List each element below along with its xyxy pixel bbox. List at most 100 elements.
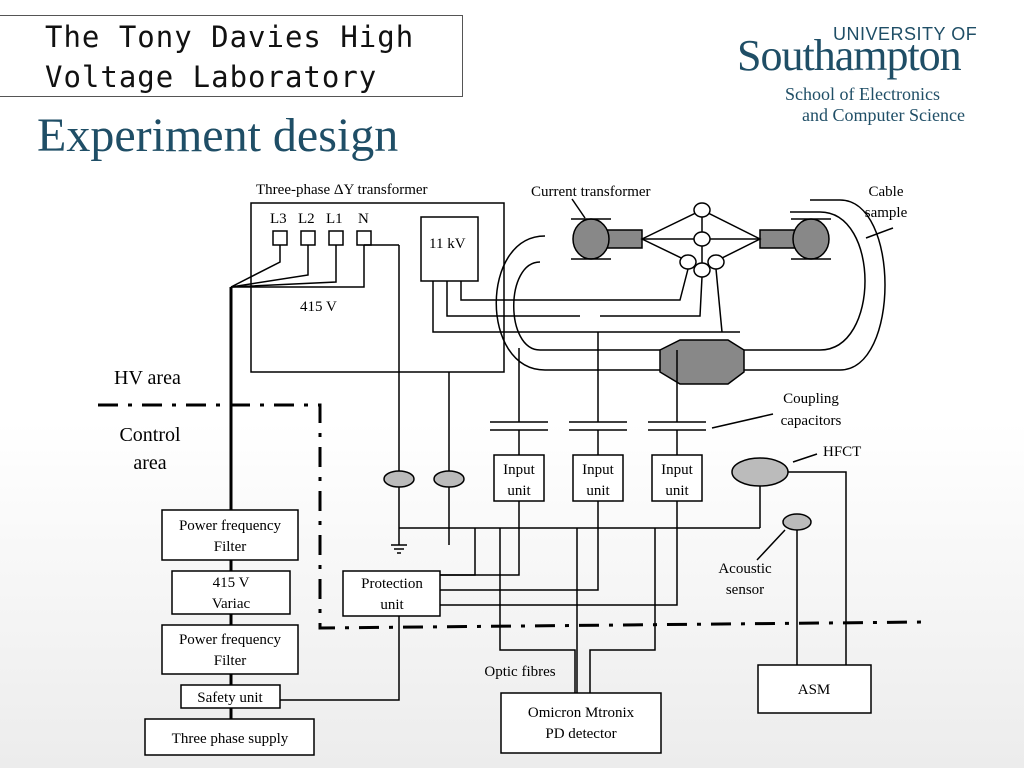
hv-winding-box (420, 216, 479, 282)
label-415v: 415 V (300, 299, 337, 315)
coupling-label-2: capacitors (781, 413, 842, 429)
optic-fibres (499, 528, 656, 693)
acoustic-sensor (782, 513, 812, 531)
pf-filter-2-label-1: Power frequency (179, 632, 282, 648)
school-line1: School of Electronics (785, 84, 940, 104)
coupling-arrow (711, 413, 774, 429)
acoustic-label-2: sensor (726, 582, 764, 598)
protection-unit-box (342, 570, 441, 617)
ground-icon (391, 544, 407, 554)
omicron-label-2: PD detector (545, 726, 616, 742)
input-unit-3-label-2: unit (665, 483, 689, 499)
feed-l1 (230, 245, 337, 288)
pf-filter-2-label-2: Filter (214, 653, 247, 669)
terminal-l2 (300, 230, 316, 246)
feed-l3 (230, 245, 281, 288)
terminal-l3-label: L3 (270, 211, 287, 227)
terminal-l1 (328, 230, 344, 246)
terminal-l1-label: L1 (326, 211, 343, 227)
hfct-label: HFCT (823, 444, 861, 460)
input-unit-2-label-1: Input (582, 462, 614, 478)
protection-label-1: Protection (361, 576, 423, 592)
cable-loop-inner (513, 211, 866, 351)
coupling-capacitors (490, 421, 706, 431)
cable-loop-outer (495, 199, 886, 371)
transformer-label: Three-phase ΔY transformer (256, 182, 428, 198)
optic-fibres-label: Optic fibres (484, 664, 555, 680)
hv-lead-1 (432, 281, 740, 333)
bridge-node-mid (693, 231, 711, 247)
label-11kv: 11 kV (429, 236, 466, 252)
acoustic-label-1: Acoustic (718, 561, 772, 577)
ct-bus-right (759, 229, 796, 249)
input-unit-3-label-1: Input (661, 462, 693, 478)
page-title: Experiment design (37, 109, 399, 162)
lab-title-line2: Voltage Laboratory (45, 60, 378, 94)
current-transformer-label: Current transformer (531, 184, 651, 200)
cable-sample-label-2: sample (865, 205, 908, 221)
hv-lead-3 (460, 281, 575, 301)
asm-label: ASM (798, 682, 831, 698)
ct-arrow (571, 198, 586, 219)
terminal-n (356, 230, 372, 246)
hfct-sensor (731, 457, 789, 487)
omicron-label-1: Omicron Mtronix (528, 705, 635, 721)
lab-title-box (0, 15, 463, 97)
control-area-label-2: area (133, 452, 166, 474)
bridge-node-left (679, 254, 697, 270)
input-unit-2-label-2: unit (586, 483, 610, 499)
feed-n (231, 245, 365, 288)
terminal-l3 (272, 230, 288, 246)
current-transformer-ring (572, 218, 610, 260)
input-unit-3 (651, 454, 703, 502)
capacitor-lv-leads (518, 430, 678, 455)
bridge-node-top (693, 202, 711, 218)
safety-unit-label: Safety unit (197, 690, 263, 706)
variac-label-1: 415 V (213, 575, 250, 591)
input-unit-1-label-1: Input (503, 462, 535, 478)
protection-to-safety (280, 616, 400, 701)
acoustic-arrow (756, 529, 786, 561)
pf-filter-2-box (161, 624, 299, 675)
bridge-node-right (707, 254, 725, 270)
pf-filter-1-label-2: Filter (214, 539, 247, 555)
hfct-arrow (792, 453, 818, 463)
three-phase-supply-box (144, 718, 315, 756)
hv-area-label: HV area (114, 367, 181, 389)
cable-sample-label-1: Cable (869, 184, 904, 200)
bridge-node-bottom (693, 262, 711, 278)
pf-filter-1-label-1: Power frequency (179, 518, 282, 534)
terminal-l2-label: L2 (298, 211, 315, 227)
cable-sample-arrow (865, 227, 894, 239)
input-unit-1-label-2: unit (507, 483, 531, 499)
university-logo: Southampton (737, 31, 962, 80)
variac-box (171, 570, 291, 615)
variac-label-2: Variac (212, 596, 251, 612)
university-label: UNIVERSITY OF (833, 24, 978, 44)
three-phase-supply-label: Three phase supply (172, 731, 289, 747)
pf-filter-1-box (161, 509, 299, 561)
capacitor-hv-leads (518, 332, 678, 422)
ct-flanges (571, 218, 831, 260)
input-unit-2 (572, 454, 624, 502)
terminal-n-label: N (358, 211, 369, 227)
protection-feed (440, 528, 476, 576)
coupling-label-1: Coupling (783, 391, 839, 407)
cable-joint (659, 339, 745, 385)
school-line2: and Computer Science (802, 105, 965, 125)
ct-bus-left (606, 229, 643, 249)
current-probe-1 (383, 470, 415, 488)
safety-unit-box (180, 684, 281, 709)
input-unit-1 (493, 454, 545, 502)
current-probe-2 (433, 470, 465, 488)
cable-sample-termination (792, 218, 830, 260)
protection-label-2: unit (380, 597, 404, 613)
asm-box (757, 664, 872, 714)
bridge-leads (575, 268, 723, 333)
control-area-label-1: Control (119, 424, 181, 446)
hv-lead-2 (446, 281, 580, 317)
feed-l2 (230, 245, 309, 288)
lab-title-line1: The Tony Davies High (45, 20, 415, 54)
omicron-box (500, 692, 662, 754)
